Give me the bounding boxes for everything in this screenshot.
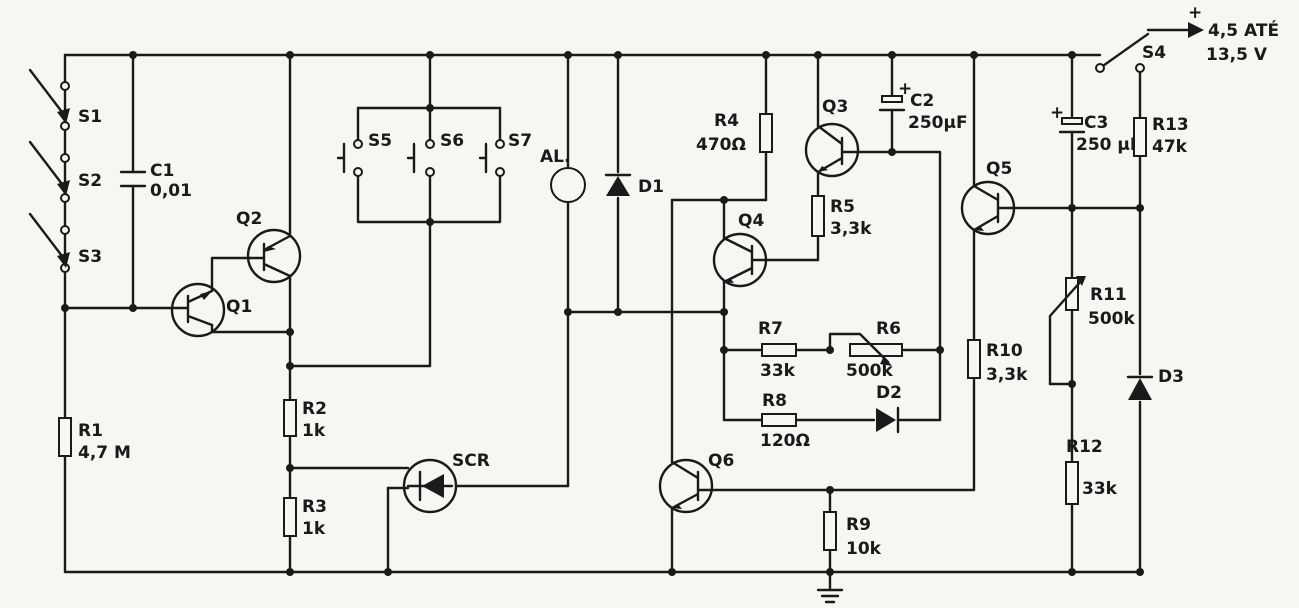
transistor-q3: [804, 122, 860, 178]
q3-label: Q3: [822, 97, 848, 117]
transistor-q4: [712, 232, 768, 288]
resistor-r8: [761, 413, 797, 427]
q6-label: Q6: [708, 451, 734, 471]
r11-value: 500k: [1088, 309, 1135, 329]
c1-value: 0,01: [150, 181, 192, 201]
c2-plus: +: [898, 79, 912, 99]
r5-label: R5: [830, 197, 855, 217]
wires: [63, 28, 1190, 604]
supply-plus: +: [1188, 3, 1202, 23]
scr-thyristor: [386, 458, 458, 514]
pushbutton-s6: [406, 139, 435, 177]
r6-value: 500k: [846, 361, 893, 381]
r10-label: R10: [986, 341, 1023, 361]
resistor-r10: [967, 339, 981, 379]
scr-label: SCR: [452, 451, 490, 471]
r12-label: R12: [1066, 437, 1103, 457]
alarm-device: [550, 167, 586, 203]
c1-label: C1: [150, 161, 174, 181]
transistor-q6: [658, 458, 714, 514]
switch-s4: [1095, 63, 1145, 73]
q4-label: Q4: [738, 211, 764, 231]
s7-label: S7: [508, 131, 532, 151]
transistor-q5: [960, 180, 1016, 236]
r8-label: R8: [762, 391, 787, 411]
r1-label: R1: [78, 421, 103, 441]
resistor-r7: [761, 343, 797, 357]
resistor-r9: [823, 511, 837, 551]
d1-label: D1: [638, 177, 664, 197]
s5-label: S5: [368, 131, 392, 151]
resistor-r4: [759, 113, 773, 153]
r8-value: 120Ω: [760, 431, 810, 451]
r12-value: 33k: [1082, 479, 1118, 499]
s4-label: S4: [1142, 43, 1166, 63]
s3-label: S3: [78, 247, 102, 267]
capacitor-c3: [1058, 117, 1086, 134]
s1-label: S1: [78, 107, 102, 127]
supply-arrow-icon: [1188, 22, 1204, 38]
switch-s1: [28, 68, 70, 131]
switch-s2: [28, 140, 70, 203]
r3-label: R3: [302, 497, 327, 517]
alarm-label: AL.: [540, 147, 570, 167]
s2-label: S2: [78, 171, 102, 191]
r4-value: 470Ω: [696, 135, 746, 155]
resistor-r1: [58, 417, 72, 457]
r2-value: 1k: [302, 421, 326, 441]
resistor-r12: [1065, 461, 1079, 505]
r2-label: R2: [302, 399, 327, 419]
transistor-q2: [246, 228, 302, 284]
c3-value: 250 µF: [1076, 135, 1142, 155]
capacitor-c1: [119, 170, 147, 188]
r11-label: R11: [1090, 285, 1127, 305]
r9-value: 10k: [846, 539, 882, 559]
pushbutton-s5: [336, 139, 363, 177]
supply-line1: 4,5 ATÉ: [1208, 19, 1279, 41]
r13-label: R13: [1152, 115, 1189, 135]
c2-value: 250µF: [908, 113, 968, 133]
resistor-r2: [283, 399, 297, 437]
c3-plus: +: [1050, 103, 1064, 123]
supply-line2: 13,5 V: [1206, 45, 1268, 65]
q2-label: Q2: [236, 209, 262, 229]
r7-value: 33k: [760, 361, 796, 381]
r6-label: R6: [876, 319, 901, 339]
r3-value: 1k: [302, 519, 326, 539]
q1-label: Q1: [226, 297, 252, 317]
r1-value: 4,7 M: [78, 443, 131, 463]
diode-d3: [1126, 375, 1154, 400]
resistor-r6: [828, 332, 903, 366]
resistor-r5: [811, 195, 825, 237]
r10-value: 3,3k: [986, 365, 1028, 385]
capacitor-c2: [878, 95, 906, 112]
resistor-r11: [1048, 276, 1086, 386]
resistor-r13: [1133, 117, 1147, 157]
d3-label: D3: [1158, 367, 1184, 387]
c2-label: C2: [910, 91, 934, 111]
r13-value: 47k: [1152, 137, 1188, 157]
d2-label: D2: [876, 383, 902, 403]
r9-label: R9: [846, 515, 871, 535]
transistor-q1: [170, 282, 226, 338]
diode-d1: [604, 173, 632, 196]
r4-label: R4: [714, 111, 739, 131]
q5-label: Q5: [986, 159, 1012, 179]
diode-d2: [876, 406, 900, 434]
resistor-r3: [283, 497, 297, 537]
pushbutton-s7: [478, 139, 505, 177]
r7-label: R7: [758, 319, 783, 339]
switch-s3: [28, 212, 70, 273]
r5-value: 3,3k: [830, 219, 872, 239]
c3-label: C3: [1084, 113, 1108, 133]
s6-label: S6: [440, 131, 464, 151]
